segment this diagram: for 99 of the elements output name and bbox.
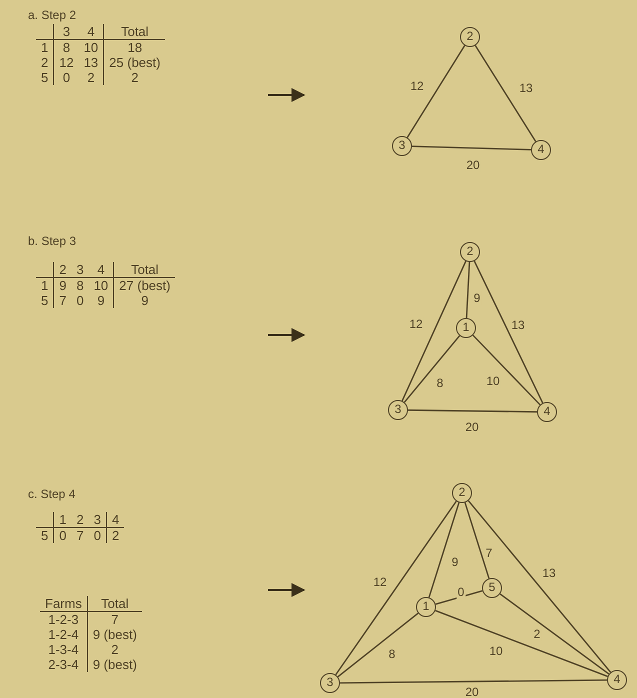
- table-cell: 0: [62, 70, 70, 85]
- edge-label: 13: [541, 566, 557, 580]
- node-circle: 4: [607, 670, 627, 690]
- edge-label: 7: [484, 546, 494, 560]
- edge-label: 20: [464, 420, 480, 434]
- edge-label: 20: [465, 158, 481, 172]
- node-circle: 5: [482, 578, 502, 598]
- edge-label: 8: [388, 647, 396, 661]
- table-cell: 9 (best): [92, 657, 137, 672]
- node-circle: 4: [537, 402, 557, 422]
- edge-line: [500, 593, 610, 675]
- edge-label: 10: [485, 374, 501, 388]
- edge-line: [402, 260, 466, 402]
- table-cell: 1: [59, 512, 66, 527]
- edge-label: 10: [488, 644, 504, 658]
- node-circle: 1: [416, 597, 436, 617]
- table-cell: 0: [76, 293, 84, 308]
- node-circle: 3: [320, 673, 340, 693]
- edge-label: 2: [532, 627, 542, 641]
- table-cell: 7: [76, 528, 84, 543]
- edge-label: 0: [456, 585, 466, 599]
- table-cell: 3: [94, 512, 101, 527]
- table-cell: 25 (best): [109, 55, 160, 70]
- table-cell: 1-3-4: [48, 642, 79, 657]
- node-circle: 3: [392, 136, 412, 156]
- table-cell: 2: [131, 70, 138, 85]
- table-cell: 1: [41, 278, 48, 293]
- table-cell: 7: [59, 293, 66, 308]
- table-cell: 5: [41, 293, 48, 308]
- table-cell: 3: [62, 24, 70, 39]
- table-cell: Total: [131, 262, 159, 277]
- table-cell: Total: [121, 24, 149, 39]
- edge-line: [435, 590, 483, 605]
- table-cell: 5: [41, 70, 48, 85]
- table-cell: 9: [141, 293, 148, 308]
- table-cell: 18: [128, 40, 142, 55]
- table-cell: 12: [59, 55, 74, 70]
- table-cell: 10: [94, 278, 108, 293]
- edge-line: [335, 500, 457, 676]
- table-cell: 4: [87, 24, 95, 39]
- table-cell: 2: [59, 262, 66, 277]
- edge-line: [468, 500, 612, 673]
- edge-line: [406, 45, 466, 138]
- table-cell: Total: [101, 596, 129, 611]
- edge-line: [474, 260, 544, 404]
- table-cell: 3: [76, 262, 84, 277]
- table-cell: 8: [76, 278, 84, 293]
- table-cell: 2-3-4: [48, 657, 79, 672]
- table-cell: 0: [94, 528, 101, 543]
- table-cell: 10: [84, 40, 98, 55]
- table-cell: 9: [59, 278, 66, 293]
- table-cell: 2: [87, 70, 95, 85]
- table-cell: 27 (best): [119, 278, 170, 293]
- table-cell: 4: [112, 512, 120, 527]
- edge-label: 13: [518, 81, 534, 95]
- edge-line: [408, 409, 537, 413]
- section-title: a. Step 2: [28, 8, 76, 22]
- edge-line: [404, 335, 460, 403]
- node-circle: 2: [452, 483, 472, 503]
- table-cell: 4: [97, 262, 105, 277]
- table-cell: 9 (best): [92, 627, 137, 642]
- edge-line: [464, 502, 490, 579]
- table-cell: 1-2-3: [48, 612, 79, 627]
- edge-line: [466, 262, 470, 318]
- edge-label: 20: [464, 685, 480, 698]
- edge-label: 9: [472, 291, 482, 305]
- table-cell: 2: [111, 642, 118, 657]
- edge-line: [474, 45, 536, 142]
- edge-line: [337, 612, 419, 678]
- table-cell: 8: [62, 40, 70, 55]
- table-cell: 5: [41, 528, 48, 543]
- edge-label: 12: [408, 317, 424, 331]
- node-circle: 4: [531, 140, 551, 160]
- table-cell: Farms: [45, 596, 82, 611]
- table-cell: 9: [97, 293, 105, 308]
- edge-label: 13: [510, 318, 526, 332]
- edge-label: 12: [409, 79, 425, 93]
- table-cell: 2: [41, 55, 48, 70]
- table-cell: 2: [112, 528, 120, 543]
- table-cell: 7: [111, 612, 118, 627]
- table-cell: 1-2-4: [48, 627, 79, 642]
- node-circle: 1: [456, 318, 476, 338]
- edge-line: [435, 610, 608, 678]
- table-cell: 2: [76, 512, 84, 527]
- node-circle: 2: [460, 27, 480, 47]
- edge-line: [340, 679, 607, 684]
- section-title: c. Step 4: [28, 487, 76, 501]
- edge-line: [412, 146, 532, 150]
- node-circle: 3: [388, 400, 408, 420]
- edge-label: 12: [372, 575, 388, 589]
- table-cell: 0: [59, 528, 66, 543]
- edge-line: [472, 334, 541, 406]
- table-cell: 13: [84, 55, 98, 70]
- edge-line: [428, 502, 460, 598]
- section-title: b. Step 3: [28, 234, 76, 248]
- node-circle: 2: [460, 242, 480, 262]
- edge-label: 9: [450, 555, 460, 569]
- table-cell: 1: [41, 40, 48, 55]
- edge-label: 8: [436, 376, 444, 390]
